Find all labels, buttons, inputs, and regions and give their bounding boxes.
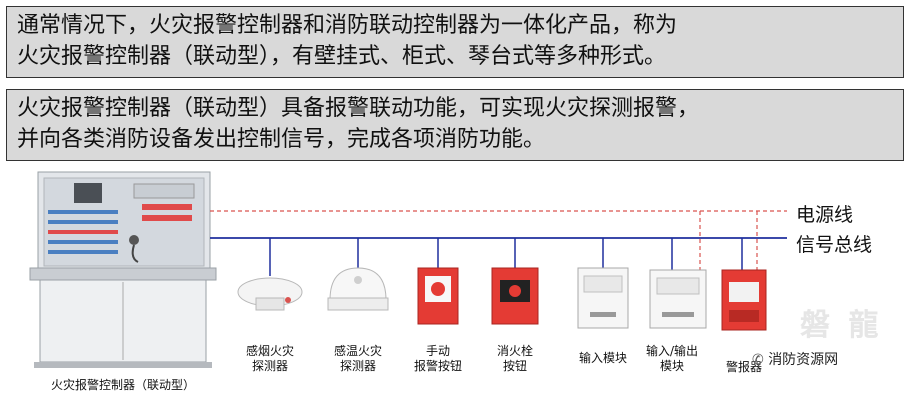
device-label-hydrant: 消火栓按钮: [496, 344, 533, 373]
description-box-2: 火灾报警控制器（联动型）具备报警联动功能，可实现火灾探测报警， 并向各类消防设备…: [6, 89, 904, 161]
device-label-smoke: 感烟火灾探测器: [245, 344, 294, 373]
device-label-io: 输入/输出模块: [645, 344, 699, 373]
watermark-bg-text: 磐 龍: [800, 308, 883, 343]
input-module-icon: [577, 267, 629, 329]
device-label-heat: 感温火灾探测器: [333, 344, 382, 373]
watermark-text: ✆ 消防资源网: [752, 352, 839, 368]
controller-cabinet: [29, 171, 217, 368]
device-label-alarm: 警报器: [725, 360, 762, 374]
signal-bus-label: 信号总线: [796, 234, 873, 256]
manual-call-point-icon: [417, 267, 459, 325]
heat-detector-icon: [327, 267, 389, 311]
controller-label: 火灾报警控制器（联动型）: [50, 378, 195, 392]
hydrant-button-icon: [491, 267, 539, 325]
description-line: 通常情况下，火灾报警控制器和消防联动控制器为一体化产品，称为: [17, 13, 678, 38]
power-line-label: 电源线: [796, 204, 854, 226]
chat-icon: ✆: [752, 352, 764, 368]
device-label-input: 输入模块: [578, 351, 627, 365]
device-label-manual: 手动报警按钮: [413, 344, 462, 373]
description-line: 并向各类消防设备发出控制信号，完成各项消防功能。: [17, 127, 546, 152]
description-line: 火灾报警控制器（联动型）具备报警联动功能，可实现火灾探测报警，: [17, 96, 700, 121]
smoke-detector-icon: [237, 277, 303, 311]
io-module-icon: [649, 269, 707, 329]
description-box-1: 通常情况下，火灾报警控制器和消防联动控制器为一体化产品，称为 火灾报警控制器（联…: [6, 6, 904, 78]
alarm-sounder-icon: [721, 269, 767, 331]
description-line: 火灾报警控制器（联动型），有壁挂式、柜式、琴台式等多种形式。: [17, 44, 667, 69]
